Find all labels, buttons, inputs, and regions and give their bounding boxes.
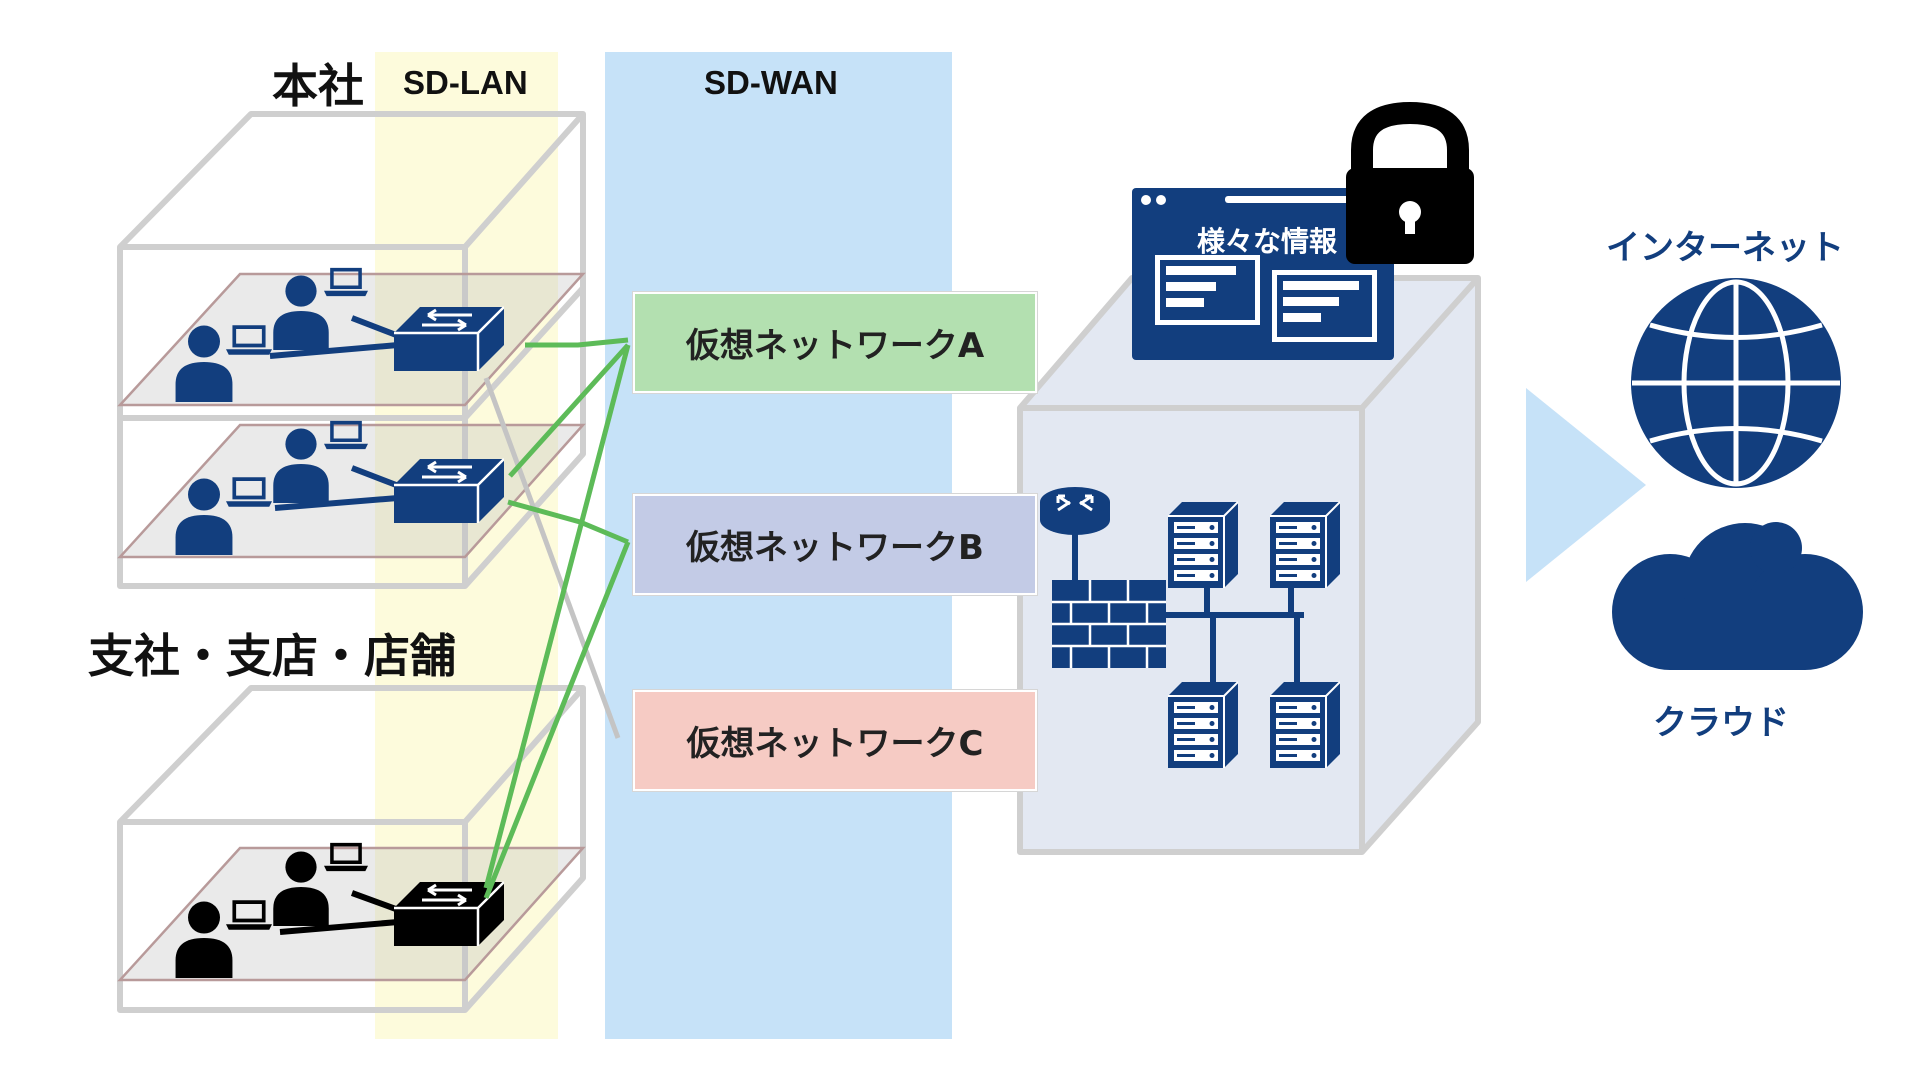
branches-title: 支社・支店・店舗: [88, 629, 456, 683]
router-icon: [1040, 487, 1110, 582]
server-icon: [1168, 501, 1238, 589]
virtual-network-a: 仮想ネットワークA: [633, 292, 1037, 393]
server-network: [1040, 487, 1340, 769]
information-window-icon: [1132, 188, 1394, 360]
server-icon: [1168, 681, 1238, 769]
sd-lan-label: SD-LAN: [403, 64, 528, 101]
hq-floor-upper: [117, 267, 586, 407]
server-icon: [1270, 681, 1340, 769]
branch-floor: [117, 842, 586, 982]
globe-icon: [1631, 278, 1841, 488]
lock-icon: [1346, 101, 1474, 264]
server-icon: [1270, 501, 1340, 589]
hq-floor-lower: [117, 420, 586, 559]
cloud-icon: [1612, 522, 1863, 670]
data-center: [1017, 275, 1481, 855]
internet-label: インターネット: [1606, 228, 1844, 268]
headquarters-building: [117, 111, 586, 589]
virtual-network-c: 仮想ネットワークC: [633, 690, 1037, 791]
virtual-network-b: 仮想ネットワークB: [633, 494, 1037, 595]
info-title: 様々な情報: [1196, 225, 1337, 258]
headquarters-title: 本社: [272, 59, 364, 113]
arrow-icon: [1526, 388, 1646, 582]
firewall-icon: [1052, 580, 1166, 668]
virtual-network-links: [483, 337, 631, 899]
sd-wan-label: SD-WAN: [704, 64, 838, 101]
cloud-label: クラウド: [1653, 703, 1789, 743]
